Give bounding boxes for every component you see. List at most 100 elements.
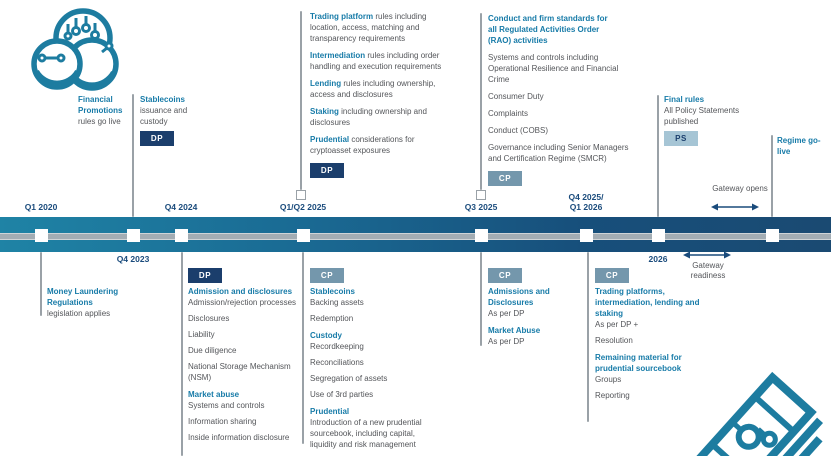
regime-go-live-block: Regime go-live: [777, 135, 823, 157]
block-title: Conduct and firm standards for all Regul…: [488, 14, 608, 45]
section-title: Remaining material for prudential source…: [595, 353, 682, 373]
date-label-q3-2025: Q3 2025: [464, 202, 498, 212]
section: Market abuse Systems and controls Inform…: [188, 389, 300, 443]
list-item: National Storage Mechanism (NSM): [188, 362, 291, 382]
section: Admissions and Disclosures As per DP: [488, 286, 564, 319]
section-title: Market abuse: [188, 390, 240, 399]
list-item: Lending rules including ownership, acces…: [310, 78, 444, 100]
double-arrow-icon: [683, 251, 731, 259]
list-item: Trading platform rules including locatio…: [310, 11, 444, 44]
item-text: rules including order handling and execu…: [310, 51, 442, 71]
cp-badge: CP: [310, 268, 344, 283]
list-item: Reporting: [595, 391, 630, 400]
list-item: As per DP +: [595, 320, 639, 329]
list-item: Governance including Senior Managers and…: [488, 143, 629, 163]
cp-badge: CP: [488, 268, 522, 283]
block-body: rules go live: [78, 117, 121, 126]
item-lead: Lending: [310, 79, 342, 88]
date-label-q4-2025-q1-2026: Q4 2025/ Q1 2026: [549, 192, 623, 212]
admissions-disclosures-cp-block: Admissions and Disclosures As per DP Mar…: [488, 286, 564, 353]
dp-badge: DP: [140, 131, 174, 146]
item-text: rules including location, access, matchi…: [310, 12, 427, 43]
item-lead: Trading platform: [310, 12, 374, 21]
timeline-marker-2026: [651, 229, 665, 242]
coins-circuit-logo: [31, 8, 119, 91]
list-item: Use of 3rd parties: [310, 390, 374, 399]
connector-line-conduct-cp: [480, 13, 482, 190]
ps-badge: PS: [664, 131, 698, 146]
block-title: Stablecoins: [140, 95, 185, 104]
section-title: Stablecoins: [310, 287, 355, 296]
date-line-1: Q4 2025/: [568, 192, 604, 202]
list-item: Redemption: [310, 314, 354, 323]
connector-square-q1q2-2025: [296, 190, 306, 200]
list-item: Due diligence: [188, 346, 237, 355]
item-text: including ownership and disclosures: [310, 107, 427, 127]
timeline-stripe: [0, 233, 831, 240]
list-item: Intermediation rules including order han…: [310, 50, 444, 72]
stablecoins-custody-prudential-block: Stablecoins Backing assets Redemption Cu…: [310, 286, 438, 456]
item-lead: Intermediation: [310, 51, 366, 60]
item-lead: Prudential: [310, 135, 350, 144]
trading-platforms-cp-block: Trading platforms, intermediation, lendi…: [595, 286, 703, 407]
list-item: Disclosures: [188, 314, 230, 323]
section: Stablecoins Backing assets Redemption: [310, 286, 438, 324]
list-item: Backing assets: [310, 298, 364, 307]
date-label-q4-2023: Q4 2023: [116, 254, 150, 264]
connector-line-stablecoins-cp: [302, 252, 304, 444]
timeline-marker-q1q2-2025: [296, 229, 310, 242]
list-item: Staking including ownership and disclosu…: [310, 106, 444, 128]
double-arrow-icon: [711, 203, 759, 211]
section-title: Market Abuse: [488, 326, 541, 335]
date-label-q1q2-2025: Q1/Q2 2025: [279, 202, 327, 212]
connector-line-admissions-cp: [480, 252, 482, 346]
item-lead: Staking: [310, 107, 339, 116]
section: Market Abuse As per DP: [488, 325, 564, 347]
section: Remaining material for prudential source…: [595, 352, 703, 401]
list-item: Resolution: [595, 336, 633, 345]
list-item: As per DP: [488, 309, 525, 318]
gateway-opens-label: Gateway opens: [712, 184, 768, 193]
list-item: Complaints: [488, 109, 529, 118]
section-title: Custody: [310, 331, 342, 340]
trading-platform-dp-block: Trading platform rules including locatio…: [310, 11, 444, 178]
section-title: Prudential: [310, 407, 350, 416]
connector-line-trading-cp: [587, 252, 589, 422]
date-label-2026: 2026: [648, 254, 668, 264]
connector-line-regime: [771, 135, 773, 217]
connector-line-admission-dp: [181, 252, 183, 456]
list-item: Prudential considerations for cryptoasse…: [310, 134, 444, 156]
block-title: Financial Promotions: [78, 95, 123, 115]
conduct-firm-standards-block: Conduct and firm standards for all Regul…: [488, 13, 640, 186]
cp-badge: CP: [488, 171, 522, 186]
final-rules-block: Final rules All Policy Statements publis…: [664, 94, 756, 146]
list-item: Inside information disclosure: [188, 433, 290, 442]
block-title: Regime go-live: [777, 136, 821, 156]
section-title: Trading platforms, intermediation, lendi…: [595, 287, 700, 318]
section: Prudential Introduction of a new prudent…: [310, 406, 438, 450]
list-item: Segregation of assets: [310, 374, 388, 383]
item-text: considerations for cryptoasset exposures: [310, 135, 415, 155]
cp-badge: CP: [595, 268, 629, 283]
timeline-marker-q4-2024: [174, 229, 188, 242]
list-item: Liability: [188, 330, 215, 339]
list-item: Reconciliations: [310, 358, 364, 367]
timeline-marker-q1-2020: [34, 229, 48, 242]
list-item: Recordkeeping: [310, 342, 364, 351]
connector-line-final-rules: [657, 95, 659, 217]
list-item: Admission/rejection processes: [188, 298, 297, 307]
connector-line-q4-2023: [132, 94, 134, 217]
item-text: rules including ownership, access and di…: [310, 79, 436, 99]
timeline-marker-q3-2025: [474, 229, 488, 242]
money-laundering-block: Money Laundering Regulations legislation…: [47, 286, 133, 324]
block-body: legislation applies: [47, 309, 111, 318]
financial-promotions-block: Financial Promotions rules go live: [78, 94, 134, 127]
date-label-q1-2020: Q1 2020: [24, 202, 58, 212]
list-item: Consumer Duty: [488, 92, 544, 101]
section: Trading platforms, intermediation, lendi…: [595, 286, 703, 346]
block-title: Money Laundering Regulations: [47, 287, 119, 307]
banknotes-circuit-logo: [689, 371, 824, 456]
block-body: issuance and custody: [140, 106, 188, 126]
section: Custody Recordkeeping Reconciliations Se…: [310, 330, 438, 400]
